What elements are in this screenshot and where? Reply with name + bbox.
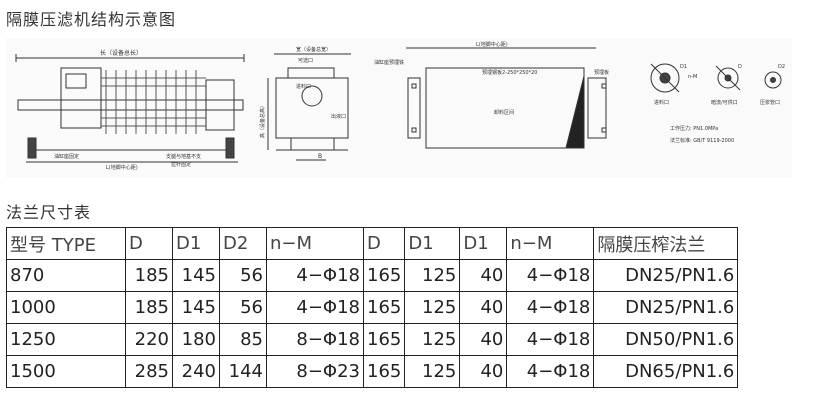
cell-d1-c: 40 — [459, 259, 508, 292]
cell-d1: 145 — [172, 259, 220, 292]
flange-table-title: 法兰尺寸表 — [6, 203, 92, 222]
header-cell-d1: D1 — [172, 227, 220, 260]
cell-n-m-b: 4−Φ18 — [506, 259, 595, 292]
svg-text:支腿与地基不支: 支腿与地基不支 — [166, 153, 201, 160]
cell-d1-b: 125 — [404, 323, 461, 356]
cell-d1-b: 125 — [404, 259, 461, 292]
cell-d1: 240 — [172, 355, 220, 388]
cell-d: 185 — [125, 259, 173, 292]
svg-text:D: D — [738, 64, 742, 70]
table-row: 870 185 145 56 4−Φ18 165 125 40 4−Φ18 DN… — [6, 259, 739, 292]
header-cell-d-b: D — [362, 227, 406, 260]
svg-text:油缸座固定: 油缸座固定 — [54, 153, 79, 160]
svg-text:n-M: n-M — [688, 74, 697, 80]
cell-d2: 56 — [219, 259, 267, 292]
cell-d1-c: 40 — [459, 355, 508, 388]
cell-d1-b: 125 — [404, 291, 461, 324]
svg-text:压浆管口: 压浆管口 — [760, 99, 780, 106]
svg-text:D2: D2 — [778, 64, 785, 70]
cell-n-m: 8−Φ23 — [266, 355, 364, 388]
cell-membrane-flange: DN50/PN1.6 — [593, 323, 739, 356]
cell-d1-c: 40 — [459, 291, 508, 324]
foundation-plan-view: L(地脚中心距) 油缸座预埋铁 预埋钢板2-250*250*20 预埋板 卸料区… — [374, 41, 609, 149]
cell-d2: 144 — [219, 355, 267, 388]
header-cell-d1-b: D1 — [404, 227, 461, 260]
svg-text:预埋板: 预埋板 — [594, 69, 609, 76]
cell-n-m-b: 4−Φ18 — [506, 323, 595, 356]
table-row: 1250 220 180 85 8−Φ18 165 125 40 4−Φ18 D… — [6, 323, 739, 356]
svg-text:拉杆固定: 拉杆固定 — [171, 161, 191, 168]
cell-type: 870 — [6, 259, 126, 292]
flange-detail-views: D1 n-M 进料口 D 暗流/可供口 D2 压浆管口 工作压力: PN1.0M… — [650, 63, 785, 144]
flange-dimension-table: 型号 TYPE D D1 D2 n−M D D1 D1 n−M 隔膜压榨法兰 8… — [6, 227, 739, 388]
header-cell-n-m-b: n−M — [506, 227, 595, 260]
svg-text:进料口: 进料口 — [296, 83, 311, 90]
cell-d-b: 165 — [362, 291, 406, 324]
cell-n-m-b: 4−Φ18 — [506, 291, 595, 324]
svg-text:预埋钢板2-250*250*20: 预埋钢板2-250*250*20 — [482, 69, 537, 76]
header-cell-membrane-flange: 隔膜压榨法兰 — [593, 227, 739, 260]
svg-text:高（设备总高）: 高（设备总高） — [259, 103, 266, 138]
table-header-row: 型号 TYPE D D1 D2 n−M D D1 D1 n−M 隔膜压榨法兰 — [6, 227, 739, 260]
svg-text:工作压力: PN1.0MPa: 工作压力: PN1.0MPa — [670, 125, 718, 132]
header-cell-type: 型号 TYPE — [6, 227, 126, 260]
cell-type: 1250 — [6, 323, 126, 356]
cell-d-b: 165 — [362, 323, 406, 356]
filter-press-technical-drawing: 长（设备总长） — [6, 38, 792, 178]
svg-text:暗流/可供口: 暗流/可供口 — [711, 99, 738, 106]
cell-d1: 180 — [172, 323, 220, 356]
structure-diagram-title: 隔膜压滤机结构示意图 — [6, 10, 177, 29]
svg-text:长（设备总长）: 长（设备总长） — [100, 49, 142, 57]
svg-text:可选口: 可选口 — [298, 57, 313, 64]
table-row: 1500 285 240 144 8−Φ23 165 125 40 4−Φ18 … — [6, 355, 739, 388]
svg-text:出液口: 出液口 — [331, 113, 346, 120]
header-cell-d1-c: D1 — [459, 227, 508, 260]
cell-d: 220 — [125, 323, 173, 356]
svg-text:L(地脚中心距): L(地脚中心距) — [106, 164, 138, 171]
cell-d2: 85 — [219, 323, 267, 356]
svg-text:L(地脚中心距): L(地脚中心距) — [476, 41, 508, 48]
cell-membrane-flange: DN25/PN1.6 — [593, 291, 739, 324]
cell-d: 285 — [125, 355, 173, 388]
cell-type: 1500 — [6, 355, 126, 388]
header-cell-d: D — [125, 227, 173, 260]
cell-n-m: 8−Φ18 — [266, 323, 364, 356]
cell-d2: 56 — [219, 291, 267, 324]
svg-text:卸料区间: 卸料区间 — [494, 109, 514, 116]
svg-text:油缸座预埋铁: 油缸座预埋铁 — [374, 59, 404, 66]
cell-n-m: 4−Φ18 — [266, 291, 364, 324]
cell-d1: 145 — [172, 291, 220, 324]
front-elevation-view: 长（设备总长） — [15, 49, 245, 171]
cell-n-m: 4−Φ18 — [266, 259, 364, 292]
svg-text:D1: D1 — [680, 64, 687, 70]
header-cell-d2: D2 — [219, 227, 267, 260]
cell-d-b: 165 — [362, 355, 406, 388]
svg-text:法兰标准: GB/T 9119-2000: 法兰标准: GB/T 9119-2000 — [670, 137, 734, 144]
cell-d: 185 — [125, 291, 173, 324]
cell-d1-b: 125 — [404, 355, 461, 388]
svg-text:进料口: 进料口 — [654, 99, 669, 106]
side-elevation-view: 宽（设备总宽） 可选口 进料口 出液口 高（设备总高） B — [259, 46, 351, 161]
cell-d1-c: 40 — [459, 323, 508, 356]
cell-type: 1000 — [6, 291, 126, 324]
cell-membrane-flange: DN65/PN1.6 — [593, 355, 739, 388]
cell-d-b: 165 — [362, 259, 406, 292]
table-row: 1000 185 145 56 4−Φ18 165 125 40 4−Φ18 D… — [6, 291, 739, 324]
header-cell-n-m: n−M — [266, 227, 364, 260]
cell-n-m-b: 4−Φ18 — [506, 355, 595, 388]
cell-membrane-flange: DN25/PN1.6 — [593, 259, 739, 292]
svg-text:宽（设备总宽）: 宽（设备总宽） — [296, 46, 331, 53]
svg-text:B: B — [318, 153, 322, 160]
